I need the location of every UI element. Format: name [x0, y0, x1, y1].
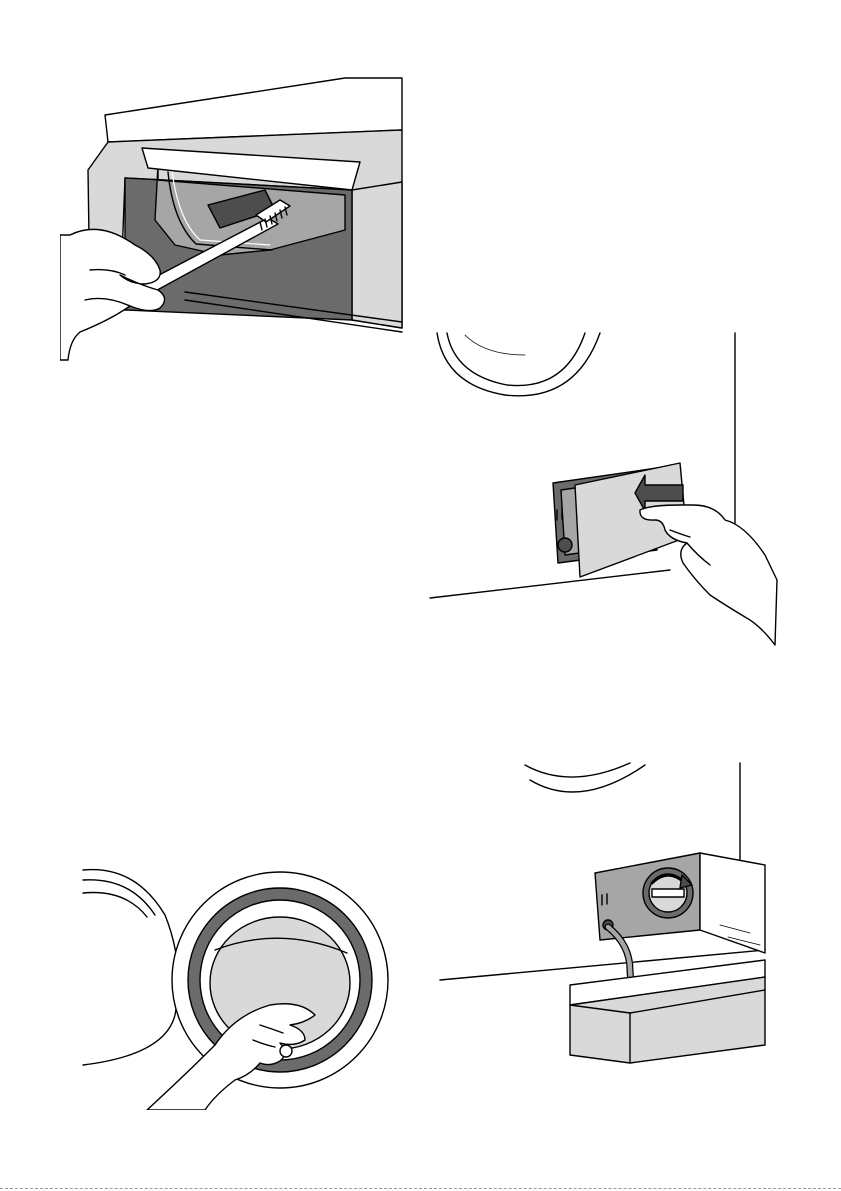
- floor-line: [430, 570, 670, 598]
- page-bottom-dashed-rule: [0, 1188, 841, 1189]
- open-door-inner-1: [83, 880, 155, 915]
- brush-cleaning-dispenser-illustration: [60, 70, 410, 370]
- filter-knob-icon: [558, 538, 572, 552]
- wipe-door-seal-illustration: [75, 855, 395, 1110]
- door-arc-outer: [437, 333, 600, 396]
- door-arc-inner: [530, 765, 645, 792]
- frame-right-pillar: [352, 182, 402, 328]
- door-arc-highlight: [465, 335, 525, 355]
- filter-cover-figure: [425, 325, 785, 655]
- door-arc-inner: [447, 333, 585, 386]
- emergency-drain-hose-illustration: [430, 755, 780, 1075]
- open-filter-cover-illustration: [425, 325, 785, 655]
- drain-hose-figure: [430, 755, 780, 1075]
- door-seal-figure: [75, 855, 395, 1110]
- dispenser-cleaning-figure: [60, 70, 410, 370]
- thumb-tip: [280, 1045, 292, 1057]
- filter-knob-grip: [652, 889, 684, 897]
- door-arc-outer: [525, 763, 630, 777]
- open-door-outer: [83, 870, 178, 1065]
